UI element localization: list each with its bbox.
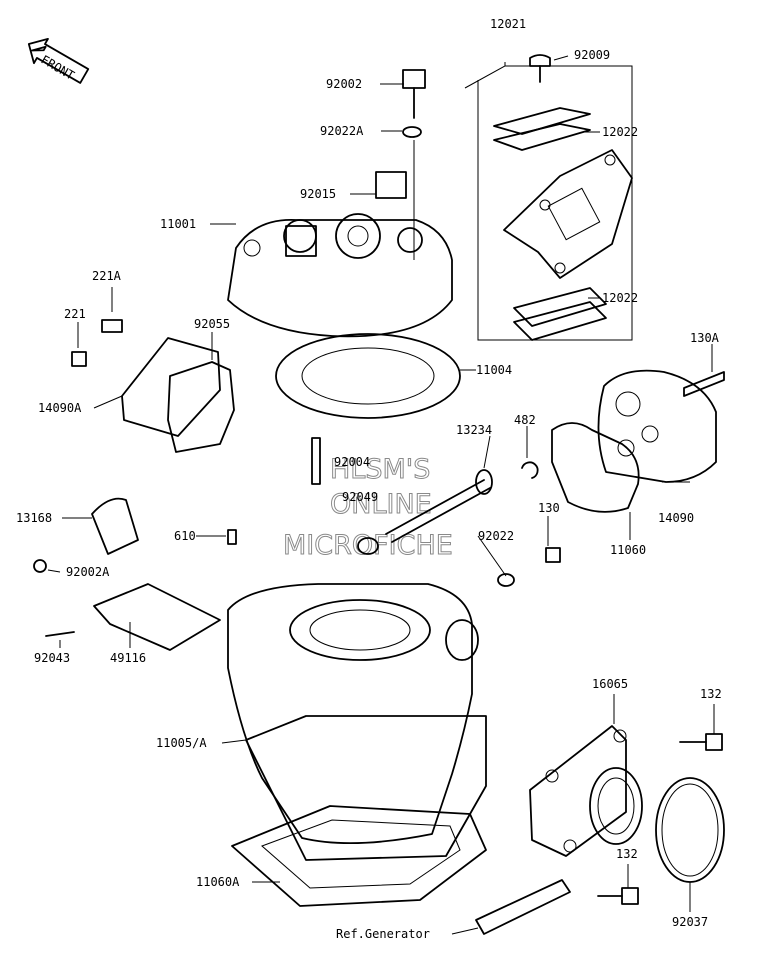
part-label-130a[interactable]: 130A [690, 331, 720, 345]
part-label-11001[interactable]: 11001 [160, 217, 196, 231]
head-gasket [275, 333, 461, 419]
small-parts [33, 437, 561, 651]
part-label-12022-bottom[interactable]: 12022 [602, 291, 638, 305]
leader-lines [47, 55, 715, 935]
part-label-49116[interactable]: 49116 [110, 651, 146, 665]
intake-manifold [529, 725, 643, 857]
part-label-92002[interactable]: 92002 [326, 77, 362, 91]
part-label-92022a[interactable]: 92022A [320, 124, 364, 138]
part-label-92055[interactable]: 92055 [194, 317, 230, 331]
part-label-132-lower[interactable]: 132 [616, 847, 638, 861]
part-label-92002a[interactable]: 92002A [66, 565, 110, 579]
part-label-14090[interactable]: 14090 [658, 511, 694, 525]
part-label-92022[interactable]: 92022 [478, 529, 514, 543]
part-label-482[interactable]: 482 [514, 413, 536, 427]
part-label-92015[interactable]: 92015 [300, 187, 336, 201]
part-label-132-upper[interactable]: 132 [700, 687, 722, 701]
part-label-11060[interactable]: 11060 [610, 543, 646, 557]
part-label-92009[interactable]: 92009 [574, 48, 610, 62]
cylinder-head [227, 213, 453, 338]
watermark-line-3: MICROFICHE [283, 530, 453, 561]
part-label-92043[interactable]: 92043 [34, 651, 70, 665]
part-label-16065[interactable]: 16065 [592, 677, 628, 691]
part-label-12021[interactable]: 12021 [490, 17, 526, 31]
intake-bolts [597, 733, 723, 905]
part-labels: 12021 92009 92002 92022A 12022 92015 110… [16, 17, 722, 941]
ref-generator-strap [475, 879, 571, 935]
part-label-11005a[interactable]: 11005/A [156, 736, 207, 750]
part-label-13234[interactable]: 13234 [456, 423, 492, 437]
exhaust-valve-housing [551, 369, 725, 513]
watermark-line-1: HLSM'S [330, 454, 430, 485]
cylinder [227, 583, 487, 861]
part-label-14090a[interactable]: 14090A [38, 401, 82, 415]
watermark: HLSM'S ONLINE MICROFICHE [283, 454, 454, 562]
part-label-92049[interactable]: 92049 [342, 490, 378, 504]
part-label-130[interactable]: 130 [538, 501, 560, 515]
part-label-13168[interactable]: 13168 [16, 511, 52, 525]
front-arrow-icon [27, 37, 90, 84]
reed-valve-assembly [493, 54, 633, 341]
reed-valve-bracket [464, 62, 633, 341]
part-label-92037[interactable]: 92037 [672, 915, 708, 929]
part-label-92004[interactable]: 92004 [334, 455, 370, 469]
part-label-610[interactable]: 610 [174, 529, 196, 543]
part-label-11060a[interactable]: 11060A [196, 875, 240, 889]
base-gasket [231, 805, 487, 907]
part-label-11004[interactable]: 11004 [476, 363, 512, 377]
head-fasteners [375, 69, 426, 260]
watermark-line-2: ONLINE [330, 489, 432, 520]
part-label-221[interactable]: 221 [64, 307, 86, 321]
part-label-221a[interactable]: 221A [92, 269, 122, 283]
part-label-ref-generator[interactable]: Ref.Generator [336, 927, 430, 941]
hose-clamp [655, 777, 725, 883]
part-label-12022-top[interactable]: 12022 [602, 125, 638, 139]
exhaust-valve-rod [385, 461, 539, 543]
front-label: FRONT [39, 52, 77, 82]
water-cover [71, 319, 235, 453]
